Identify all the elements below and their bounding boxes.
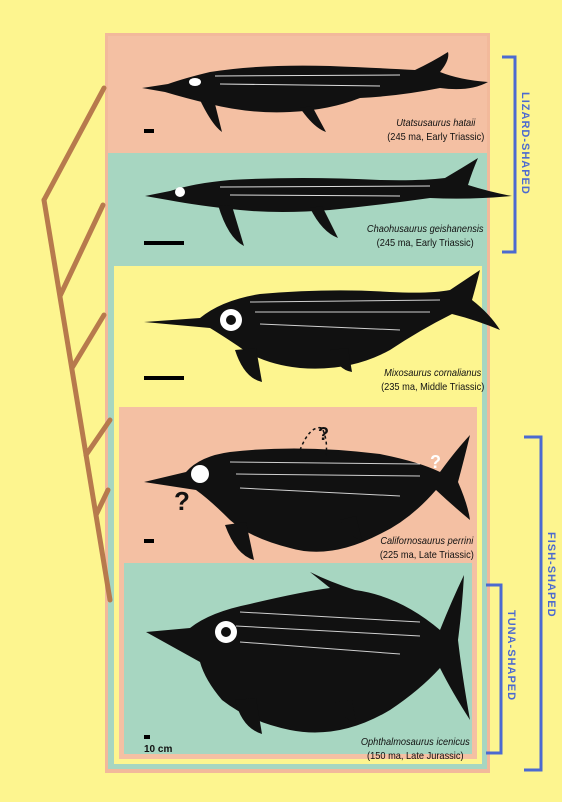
label-fish-shaped: FISH-SHAPED	[545, 532, 557, 618]
caption-californosaurus: Californosaurus perrini (225 ma, Late Tr…	[380, 534, 474, 562]
species-info: (245 ma, Early Triassic)	[367, 236, 484, 250]
scalebar-4	[144, 539, 154, 543]
scale-label: 10 cm	[144, 744, 172, 755]
tuna-bracket	[486, 585, 501, 753]
species-info: (225 ma, Late Triassic)	[380, 548, 474, 562]
unknown-marker-tail: ?	[430, 452, 441, 473]
species-info: (245 ma, Early Triassic)	[387, 130, 484, 144]
lizard-bracket	[502, 57, 515, 252]
caption-ophthalmosaurus: Ophthalmosaurus icenicus (150 ma, Late J…	[361, 735, 470, 763]
species-info: (235 ma, Middle Triassic)	[381, 380, 484, 394]
tree-branch-utatsusaurus	[44, 88, 104, 200]
species-name: Chaohusaurus geishanensis	[367, 222, 484, 236]
caption-chaohusaurus: Chaohusaurus geishanensis (245 ma, Early…	[367, 222, 484, 250]
scalebar-5	[144, 735, 150, 739]
phylogenetic-tree	[44, 88, 110, 600]
tree-branch-mixosaurus	[72, 315, 104, 368]
unknown-marker-dorsal: ?	[318, 424, 329, 445]
ophthalmosaurus-silhouette	[146, 572, 470, 734]
tree-branch-californosaurus	[86, 420, 110, 455]
caption-utatsusaurus: Utatsusaurus hataii (245 ma, Early Trias…	[387, 116, 484, 144]
scalebar-1	[144, 129, 154, 133]
species-name: Utatsusaurus hataii	[387, 116, 484, 130]
label-tuna-shaped: TUNA-SHAPED	[505, 610, 517, 701]
tree-branch-chaohusaurus	[60, 205, 103, 296]
tree-branch-ophthalmosaurus	[96, 490, 108, 515]
species-name: Californosaurus perrini	[380, 534, 474, 548]
scalebar-3	[144, 376, 184, 380]
label-lizard-shaped: LIZARD-SHAPED	[519, 92, 531, 195]
caption-mixosaurus: Mixosaurus cornalianus (235 ma, Middle T…	[381, 366, 484, 394]
unknown-marker-skull: ?	[174, 486, 190, 517]
scalebar-2	[144, 241, 184, 245]
species-name: Mixosaurus cornalianus	[381, 366, 484, 380]
fish-bracket	[524, 437, 541, 770]
species-info: (150 ma, Late Jurassic)	[361, 749, 470, 763]
species-name: Ophthalmosaurus icenicus	[361, 735, 470, 749]
